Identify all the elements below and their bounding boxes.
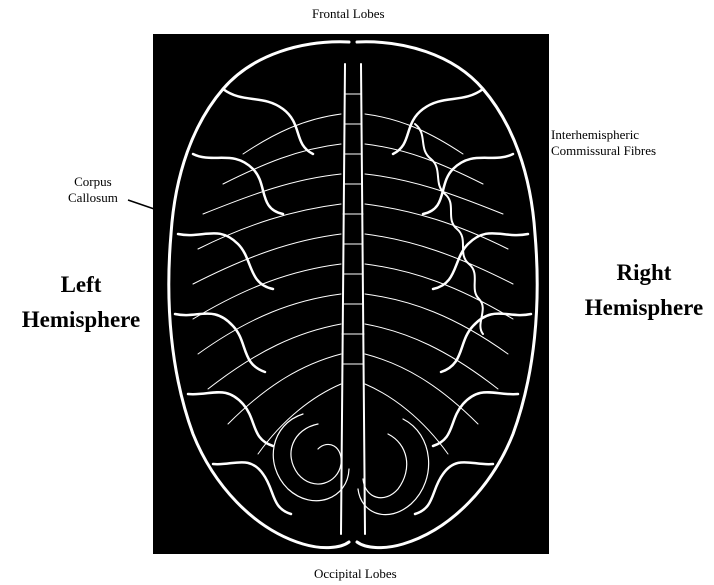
- right-hemisphere-label: Right Hemisphere: [574, 256, 714, 325]
- occipital-lobes-label: Occipital Lobes: [314, 566, 397, 582]
- corpus-callosum-band: [341, 64, 365, 534]
- brain-illustration-panel: [153, 34, 549, 554]
- interhemispheric-fibres-label: Interhemispheric Commissural Fibres: [551, 127, 656, 158]
- frontal-lobes-label: Frontal Lobes: [312, 6, 385, 22]
- left-hemisphere-label: Left Hemisphere: [2, 268, 160, 337]
- brain-illustration: [153, 34, 549, 554]
- corpus-callosum-label: Corpus Callosum: [68, 174, 118, 205]
